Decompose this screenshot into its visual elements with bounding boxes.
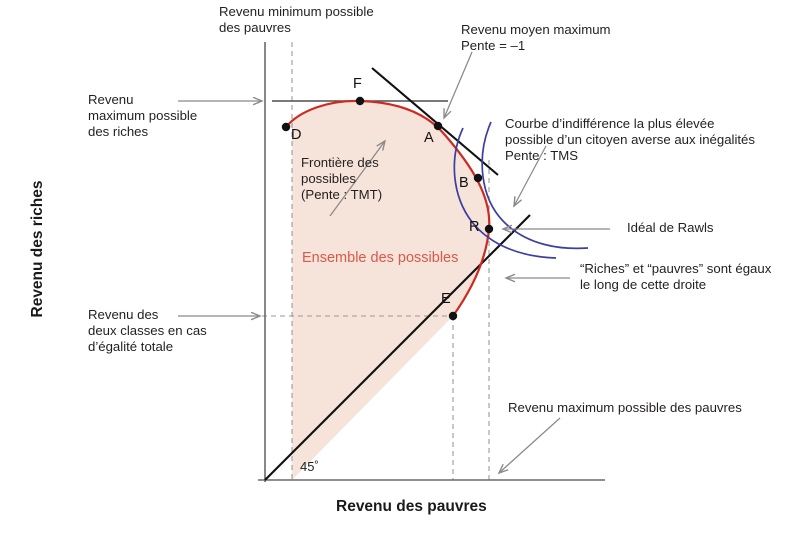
label-min-poor: Revenu minimum possible des pauvres [219,4,374,36]
label-mean-max: Revenu moyen maximum Pente = –1 [461,22,611,54]
arrow-indifference [514,145,547,206]
feasible-set-region [286,100,490,480]
label-equal-line: “Riches” et “pauvres” sont égaux le long… [580,261,772,293]
arrow-max-poor [499,417,561,473]
point-label-B: B [459,175,469,191]
point-label-A: A [424,130,434,146]
label-feasible-set: Ensemble des possibles [302,250,459,266]
point-label-E: E [441,291,451,307]
point-R [484,224,494,234]
point-label-R: R [469,219,480,235]
data-points [281,96,494,321]
point-F [355,96,365,106]
arrow-mean-max [444,51,473,118]
tangent-slope-minus-one [371,67,499,176]
point-B [473,173,483,183]
point-label-D: D [291,127,302,143]
arrow-frontier [329,141,385,217]
point-A [433,121,443,131]
point-D [281,122,291,132]
label-max-poor: Revenu maximum possible des pauvres [508,400,742,415]
label-max-rich: Revenu maximum possible des riches [88,92,198,140]
label-indifference: Courbe d’indifférence la plus élevée pos… [505,116,755,164]
label-rawls: Idéal de Rawls [627,220,714,235]
label-frontier: Frontière des possibles (Pente : TMT) [301,155,383,203]
x-axis-title: Revenu des pauvres [336,498,487,515]
y-axis-title: Revenu des riches [29,180,46,318]
axes [258,42,605,482]
equality-line-45 [264,214,531,481]
guide-lines [262,42,490,480]
annotation-arrows [178,51,610,473]
label-equal-income: Revenu des deux classes en cas d’égalité… [88,307,207,355]
possibility-frontier-curve [285,99,491,317]
point-E [448,311,458,321]
indifference-curve-outer [481,121,589,250]
angle-label-45: 45˚ [300,459,319,474]
indifference-curve-inner [453,127,557,259]
point-label-F: F [353,76,362,92]
